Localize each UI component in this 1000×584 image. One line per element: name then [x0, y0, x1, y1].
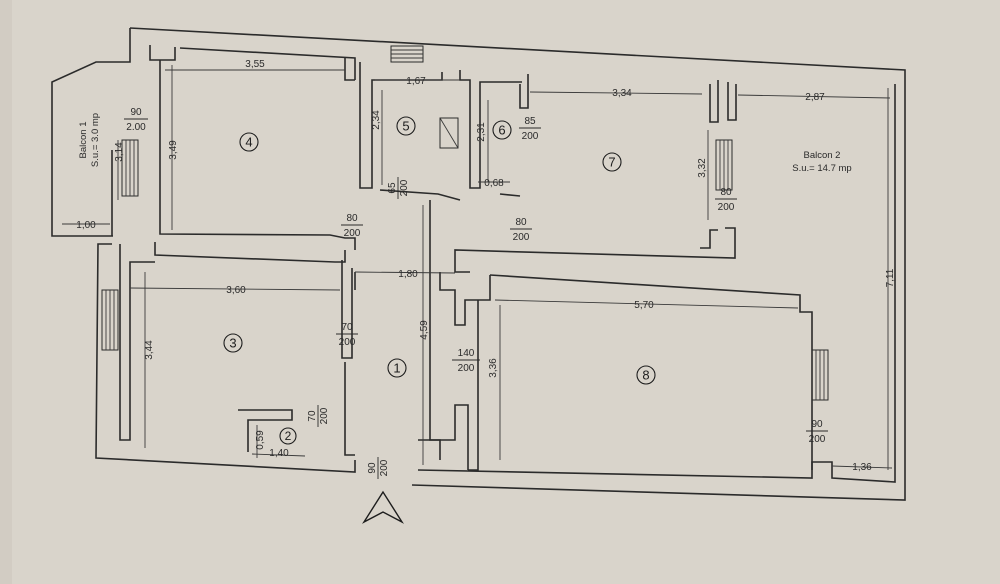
room-3-number: 3	[229, 336, 236, 351]
dim-3-49: 3,49	[168, 140, 179, 160]
room-2-number: 2	[285, 429, 292, 443]
duct-box	[439, 117, 459, 149]
dim-1-80: 1,80	[398, 269, 418, 280]
dim-3-44: 3,44	[144, 340, 155, 360]
opening-b2-top: 80	[720, 187, 732, 198]
opening-r6-top: 85	[524, 116, 536, 127]
balcony-1-area: S.u.= 3.0 mp	[90, 113, 101, 167]
dim-1-00: 1,00	[76, 220, 96, 231]
opening-room-7: 80 200	[510, 217, 532, 243]
room-5-circle	[396, 116, 416, 136]
balcony-2-name: Balcon 2	[804, 150, 841, 161]
outer-walls	[51, 27, 906, 501]
opening-entry: 90 200	[367, 457, 390, 479]
balcony-labels: Balcon 1 S.u.= 3.0 mp Balcon 2 S.u.= 14.…	[78, 113, 852, 174]
room-1-number: 1	[393, 361, 400, 376]
room-markers: 4 5 6 7 3 1 8 2	[223, 116, 656, 445]
dim-3-34: 3,34	[612, 88, 632, 99]
opening-labels: 90 2.00 85 200 80 200 80 200 80 200 70 2…	[124, 107, 828, 479]
dim-3-60: 3,60	[226, 285, 246, 296]
opening-b1-bottom: 2.00	[126, 122, 146, 133]
opening-r7-bottom: 200	[513, 232, 530, 243]
room-4-number: 4	[245, 135, 252, 150]
room-8-circle	[636, 365, 656, 385]
balcony-1-name: Balcon 1	[78, 122, 89, 159]
opening-room-4: 80 200	[341, 213, 363, 239]
opening-r7-top: 80	[515, 217, 527, 228]
opening-r6-bottom: 200	[522, 131, 539, 142]
opening-b1-top: 90	[130, 107, 142, 118]
room-1-circle	[387, 358, 407, 378]
opening-r1-bottom: 200	[458, 363, 475, 374]
dim-2-87: 2,87	[805, 92, 825, 103]
opening-room-2: 70 200	[307, 405, 330, 427]
room-5-number: 5	[402, 119, 409, 134]
dim-2-31: 2,31	[476, 122, 487, 142]
dim-3-36: 3,36	[488, 358, 499, 378]
dim-7-11: 7,11	[885, 268, 896, 287]
opening-r2-top: 70	[307, 410, 318, 422]
opening-r5-top: 65	[387, 182, 398, 194]
opening-r2-bottom: 200	[319, 407, 330, 424]
dim-2-34: 2,34	[371, 110, 382, 130]
room-3-circle	[223, 333, 243, 353]
opening-room-3: 70 200	[336, 322, 358, 348]
opening-balcony-2: 80 200	[715, 187, 737, 213]
dim-3-32: 3,32	[697, 158, 708, 178]
room-2-circle	[279, 427, 297, 445]
opening-b2-bottom: 200	[718, 202, 735, 213]
dim-3-14: 3,14	[114, 142, 125, 162]
dim-4-59: 4,59	[419, 320, 430, 340]
opening-r8-bottom: 200	[809, 434, 826, 445]
opening-r3-top: 70	[341, 322, 353, 333]
dimension-labels: 3,55 1,67 3,34 2,87 1,00 1,80 3,60 5,70 …	[76, 59, 896, 473]
room-6-circle	[492, 120, 512, 140]
dim-0-59: 0,59	[255, 430, 266, 450]
room-7-number: 7	[608, 155, 615, 170]
opening-r4-bottom: 200	[344, 228, 361, 239]
opening-room-6: 85 200	[519, 116, 541, 142]
opening-r1-top: 140	[458, 348, 475, 359]
dim-5-70: 5,70	[634, 300, 654, 311]
opening-entry-top: 90	[367, 462, 378, 474]
opening-room-5: 65 200	[387, 177, 410, 199]
opening-room-8: 90 200	[806, 419, 828, 445]
dimension-lines	[62, 65, 893, 470]
dim-1-67: 1,67	[406, 76, 426, 87]
opening-r4-top: 80	[346, 213, 358, 224]
window-hatches	[101, 45, 829, 401]
dim-1-36: 1,36	[852, 462, 872, 473]
opening-balcony-1: 90 2.00	[124, 107, 148, 133]
room-4-circle	[239, 132, 259, 152]
dim-1-40: 1,40	[269, 448, 289, 459]
room-8-number: 8	[642, 368, 649, 383]
balcony-2-area: S.u.= 14.7 mp	[792, 163, 851, 174]
dim-3-55: 3,55	[245, 59, 265, 70]
opening-r3-bottom: 200	[339, 337, 356, 348]
opening-room-1: 140 200	[452, 348, 480, 374]
opening-entry-bottom: 200	[379, 459, 390, 476]
north-arrow-icon	[362, 490, 404, 524]
interior-walls	[111, 58, 813, 471]
opening-r8-top: 90	[811, 419, 823, 430]
room-6-number: 6	[498, 123, 505, 138]
dim-0-68: 0,68	[484, 178, 504, 189]
opening-r5-bottom: 200	[399, 179, 410, 196]
room-7-circle	[602, 152, 622, 172]
